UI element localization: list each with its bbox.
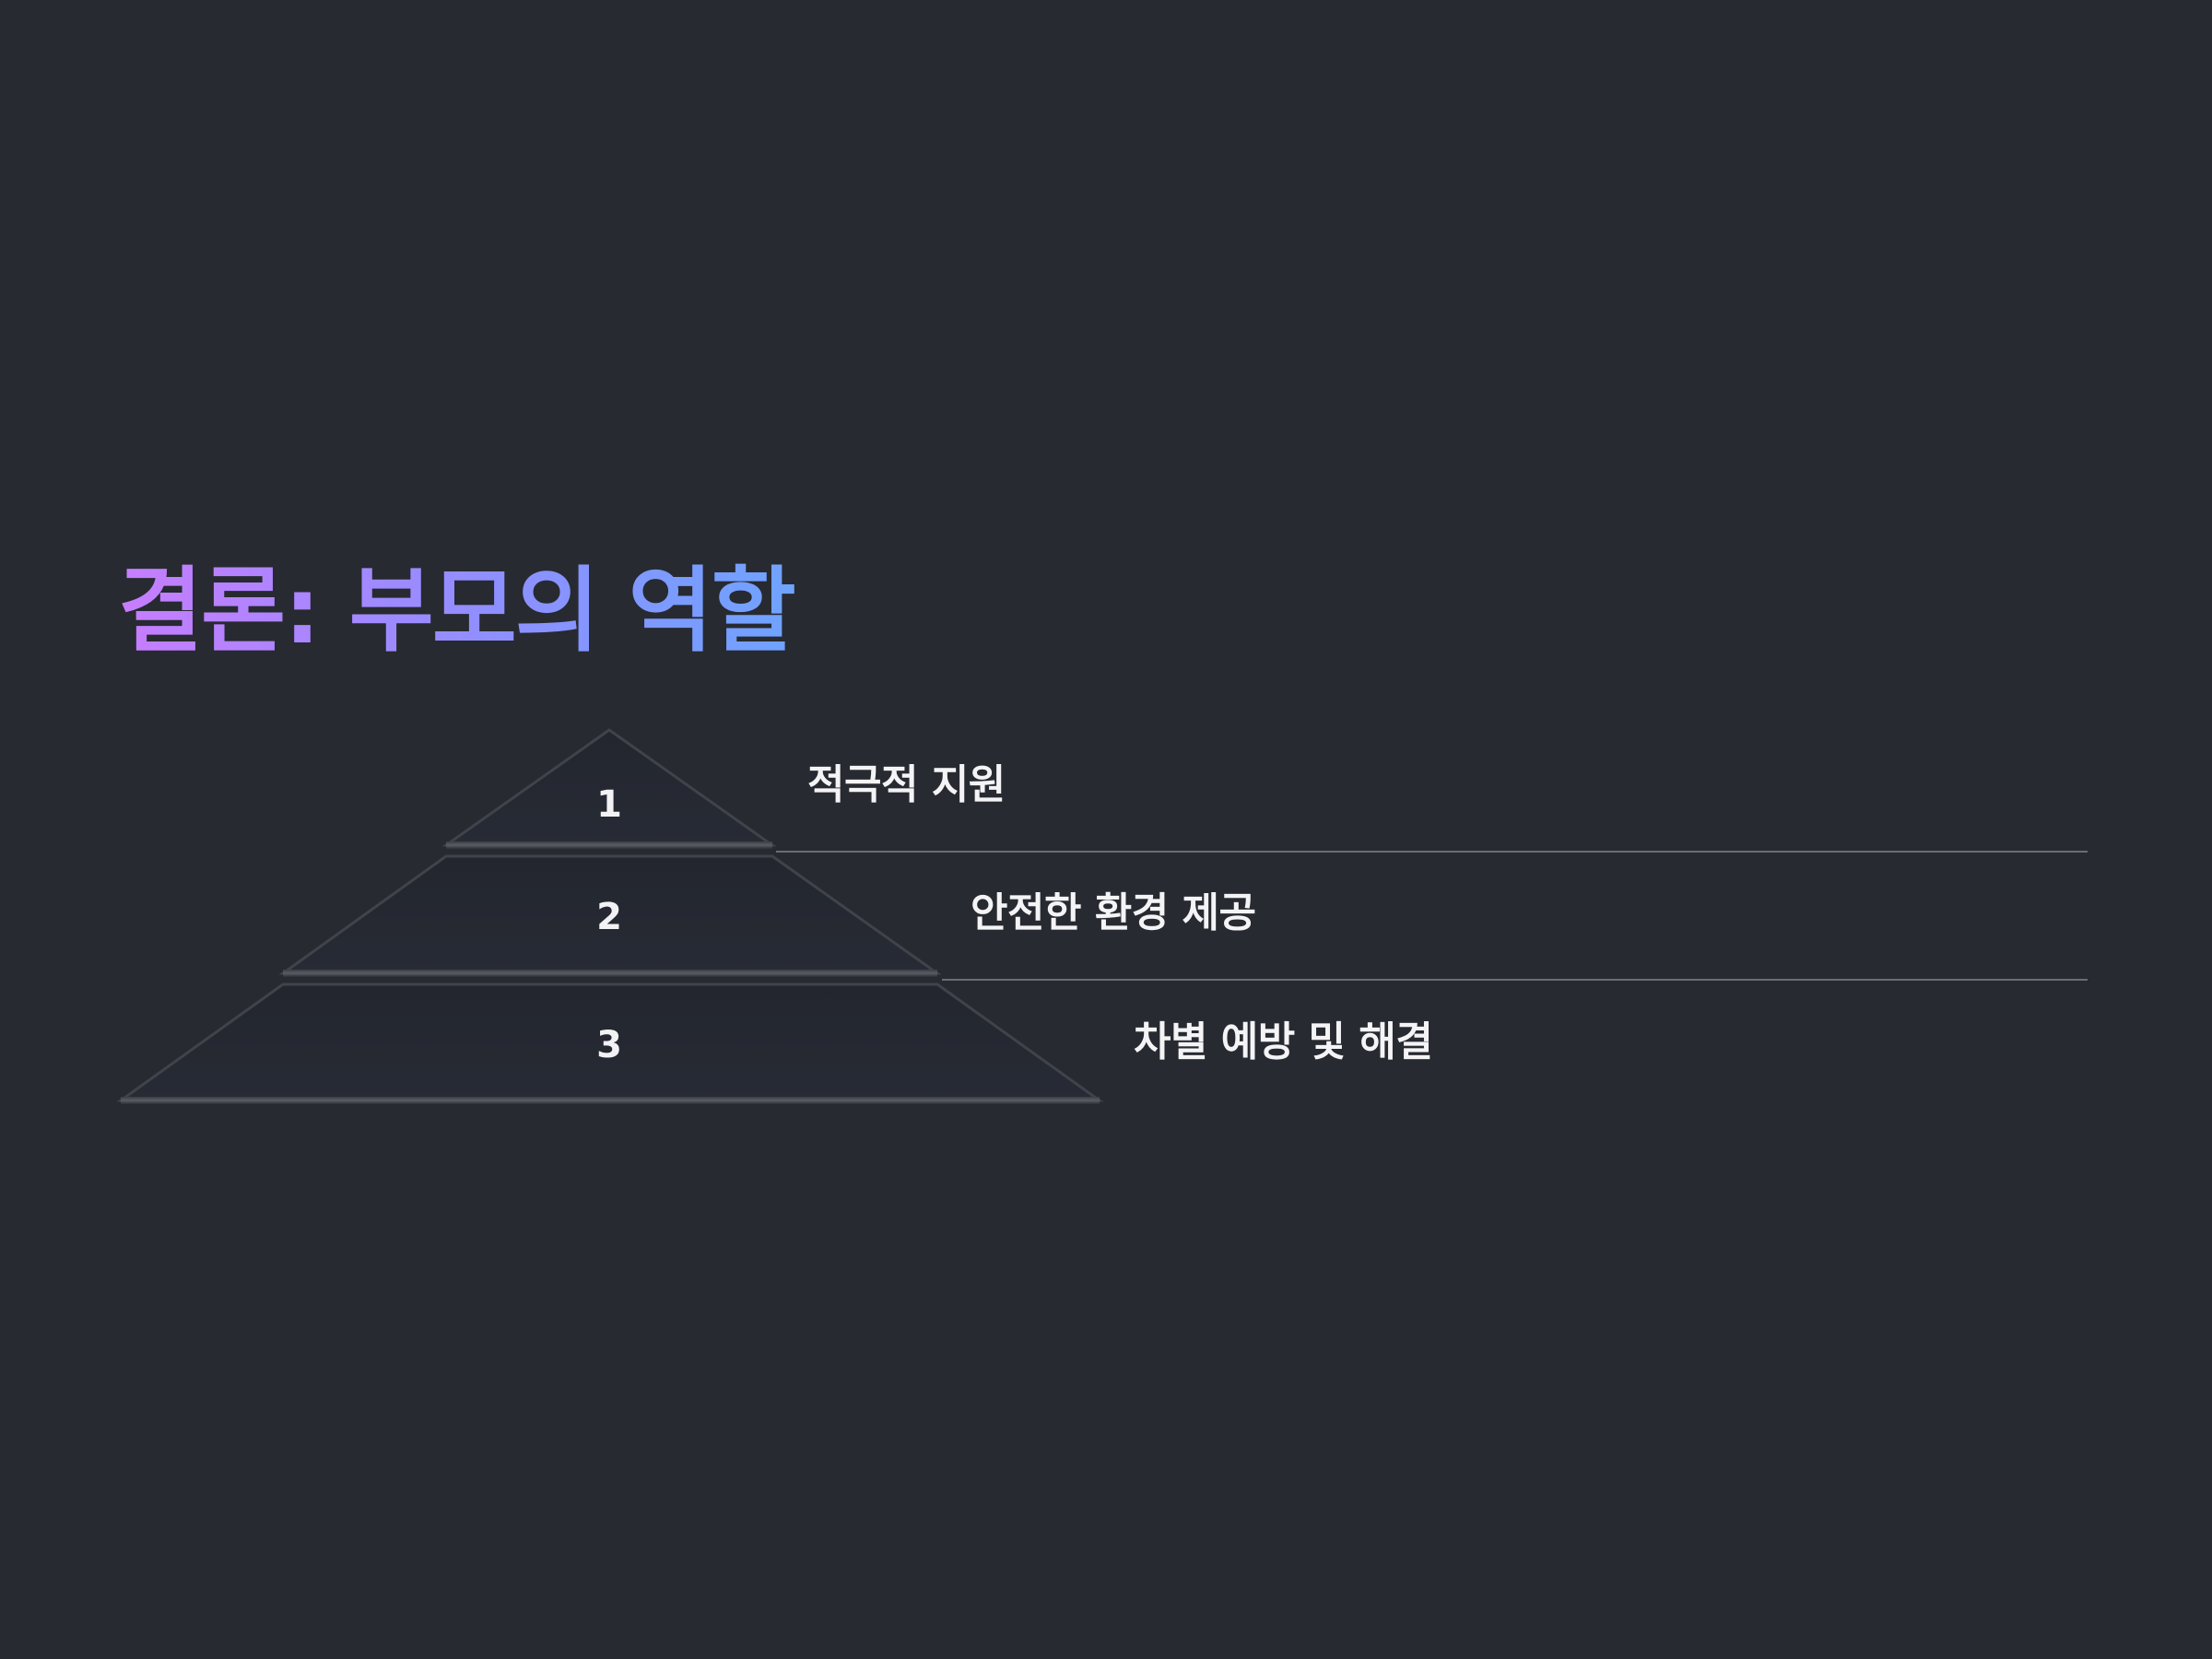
tier-label-3: 차별 예방 및 해결 bbox=[1134, 1018, 1433, 1065]
tier-label-1: 적극적 지원 bbox=[807, 761, 1006, 808]
tier-label-2: 안전한 환경 제공 bbox=[971, 889, 1256, 936]
slide-title: 결론: 부모의 역할 bbox=[118, 551, 796, 671]
tier-number-1: 1 bbox=[596, 783, 622, 826]
pyramid-tier-3: 3 bbox=[116, 982, 1104, 1104]
tier-number-3: 3 bbox=[596, 1024, 622, 1066]
pyramid-tier-2: 2 bbox=[278, 854, 942, 977]
tier-number-2: 2 bbox=[596, 896, 622, 938]
pyramid-tier-1: 1 bbox=[441, 728, 777, 849]
